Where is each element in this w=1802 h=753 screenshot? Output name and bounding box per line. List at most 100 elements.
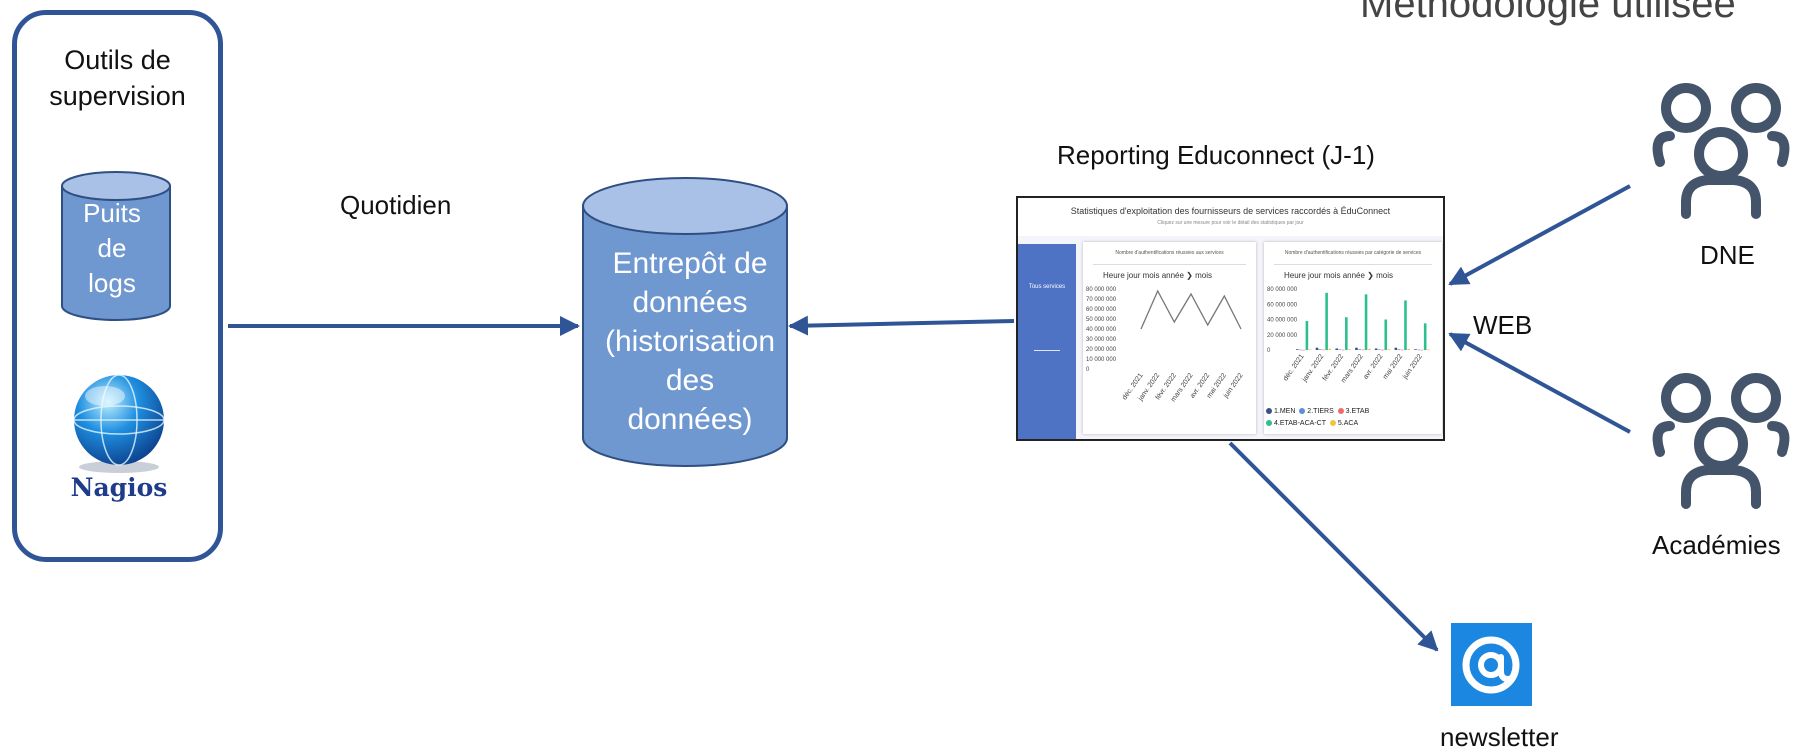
bar [1387, 349, 1391, 350]
bar [1338, 349, 1342, 350]
right-chart-legend: 1.MEN 2.TIERS 3.ETAB 4.ETAB-ACA-CT 5.ACA [1266, 406, 1369, 430]
y-tick-label: 70 000 000 [1086, 297, 1117, 303]
bar [1397, 349, 1401, 350]
bar [1427, 349, 1430, 351]
bar [1322, 349, 1325, 351]
left-chart-divider [1093, 264, 1246, 265]
left-chart-plot: 80 000 000 70 000 000 60 000 000 50 000 000… [1086, 287, 1245, 403]
bar [1345, 317, 1348, 350]
bar [1367, 348, 1371, 350]
bar [1305, 321, 1309, 350]
bar [1325, 292, 1328, 350]
y-tick-label: 0 [1086, 367, 1090, 373]
bar [1420, 349, 1424, 351]
right-chart-drill: Heure jour mois année ❯ mois [1284, 271, 1393, 280]
arrow-academies-to-reporting [1448, 332, 1631, 434]
users-group-icon [1652, 373, 1790, 509]
dashboard-sidebar-label: Tous services [1028, 284, 1066, 290]
bar [1348, 349, 1351, 350]
bar [1404, 300, 1407, 350]
y-tick-label: 40 000 000 [1267, 318, 1298, 324]
arrow-reporting-to-warehouse [788, 315, 1015, 336]
right-chart-plot: 80 000 000 60 000 000 40 000 000 20 000 000… [1267, 287, 1430, 384]
bar [1299, 349, 1302, 351]
bar [1328, 348, 1332, 350]
bar [1302, 349, 1305, 351]
y-tick-label: 20 000 000 [1086, 347, 1117, 353]
y-tick-label: 60 000 000 [1267, 302, 1298, 308]
left-chart-title: Nombre d'authentifications réussies aux … [1115, 250, 1224, 256]
dashboard-sidebar: Tous services [1018, 244, 1076, 439]
arrow-reporting-to-newsletter [1228, 441, 1439, 652]
legend-item: 4.ETAB-ACA-CT [1266, 420, 1330, 427]
left-chart-card: Nombre d'authentifications réussies aux … [1083, 242, 1256, 434]
bar [1417, 349, 1421, 351]
bar [1407, 348, 1410, 350]
y-tick-label: 60 000 000 [1086, 307, 1117, 313]
y-tick-label: 50 000 000 [1086, 317, 1117, 323]
bar [1378, 349, 1381, 350]
academies-label: Académies [1652, 530, 1781, 560]
supervision-panel [12, 10, 223, 562]
data-warehouse-label: Entrepôt de données (historisation des d… [604, 247, 776, 436]
legend-dot [1337, 408, 1344, 415]
legend-dot [1266, 408, 1272, 415]
y-tick-label: 80 000 000 [1267, 287, 1298, 293]
right-chart-divider [1274, 264, 1432, 265]
users-group-icon [1652, 83, 1790, 219]
newsletter-label: newsletter [1440, 722, 1559, 752]
bar [1381, 349, 1384, 351]
nagios-logo: Nagios [60, 370, 178, 510]
y-tick-label: 20 000 000 [1267, 333, 1298, 339]
bar [1318, 349, 1322, 350]
y-tick-label: 30 000 000 [1086, 337, 1117, 343]
bar [1400, 349, 1404, 351]
dashboard-sidebar-divider [1034, 350, 1060, 351]
data-warehouse-cylinder [582, 177, 788, 467]
bar [1384, 319, 1388, 350]
reporting-caption: Reporting Educonnect (J-1) [1057, 140, 1375, 170]
left-chart-drill: Heure jour mois année ❯ mois [1103, 271, 1212, 280]
dashboard-title: Statistiques d'exploitation des fourniss… [1070, 206, 1391, 216]
right-chart-title: Nombre d'authentifications réussies par … [1284, 250, 1422, 256]
bar [1414, 349, 1417, 350]
legend-dot [1329, 420, 1336, 427]
legend-item: 3.ETAB [1337, 408, 1369, 415]
y-tick-label: 80 000 000 [1086, 287, 1117, 293]
arrow-dne-to-reporting [1448, 184, 1631, 286]
reporting-dashboard-screenshot: Statistiques d'exploitation des fourniss… [1016, 196, 1445, 441]
right-chart-card: Nombre d'authentifications réussies par … [1264, 242, 1442, 434]
series-line [1140, 289, 1242, 330]
daily-label: Quotidien [340, 190, 452, 220]
bar [1394, 347, 1398, 350]
legend-dot [1299, 408, 1306, 415]
y-tick-label: 40 000 000 [1086, 327, 1117, 333]
web-label: WEB [1473, 310, 1533, 340]
bar [1364, 294, 1368, 350]
supervision-title: Outils de supervision [49, 45, 186, 111]
bar [1341, 349, 1345, 351]
logs-cylinder [61, 171, 171, 321]
bar [1374, 348, 1378, 350]
legend-item: 2.TIERS [1299, 408, 1337, 415]
y-tick-label: 10 000 000 [1086, 357, 1117, 363]
logs-label: Puits de logs [83, 198, 141, 298]
legend-item: 5.ACA [1329, 420, 1358, 427]
bar [1423, 323, 1427, 350]
bar [1315, 347, 1319, 350]
bar [1335, 348, 1339, 350]
bar [1358, 349, 1361, 350]
y-tick-label: 0 [1267, 348, 1271, 354]
legend-dot [1266, 420, 1272, 427]
bar [1308, 349, 1312, 350]
dashboard-header [1018, 198, 1443, 236]
dashboard-subtitle: Cliquez sur une mesure pour voir le déta… [1157, 220, 1304, 226]
bar [1355, 347, 1358, 350]
dne-label: DNE [1700, 240, 1755, 270]
bar [1361, 349, 1365, 351]
globe-icon [73, 374, 165, 473]
page-title: Méthodologie utilisée [1360, 0, 1736, 26]
at-sign-icon [1451, 623, 1532, 706]
bar [1296, 349, 1299, 350]
